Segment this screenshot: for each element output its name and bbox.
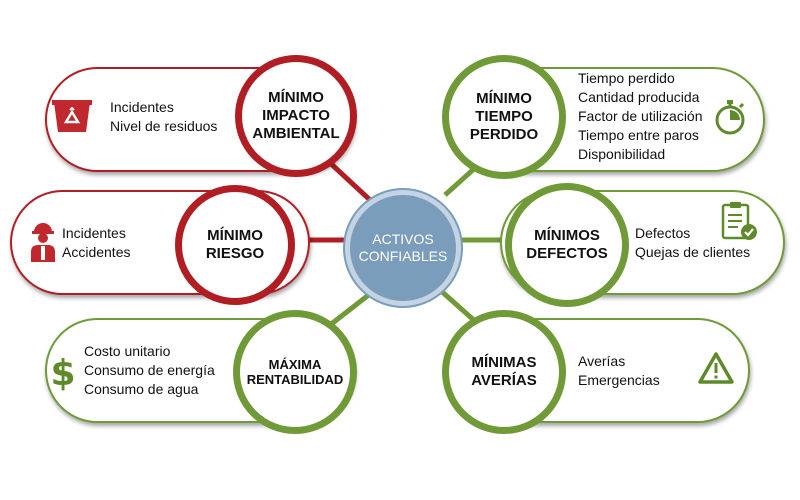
node-defectos: MÍNIMOS DEFECTOS [505,183,629,307]
list-item: Cantidad producida [578,89,700,105]
list-item: Incidentes [110,99,174,115]
center-label: ACTIVOS CONFIABLES [358,230,448,265]
list-impacto: Incidentes Nivel de residuos [110,98,217,136]
list-item: Tiempo entre paros [578,127,699,143]
list-item: Factor de utilización [578,108,703,124]
checklist-icon [721,202,757,240]
center-node: ACTIVOS CONFIABLES [345,190,461,306]
stopwatch-icon [715,100,745,135]
list-item: Nivel de residuos [110,118,218,134]
recycle-bin-icon [52,100,92,132]
list-rentabilidad: Costo unitario Consumo de energía Consum… [84,342,215,399]
list-riesgo: Incidentes Accidentes [62,224,130,262]
node-impacto: MÍNIMO IMPACTO AMBIENTAL [235,55,357,177]
node-tiempo-label: MÍNIMO TIEMPO PERDIDO [469,90,539,143]
list-averias: Averías Emergencias [578,352,660,390]
list-item: Costo unitario [84,343,171,359]
node-impacto-label: MÍNIMO IMPACTO AMBIENTAL [252,89,340,142]
list-item: Accidentes [62,244,131,260]
list-item: Quejas de clientes [635,244,751,260]
list-item: Emergencias [578,372,660,388]
list-tiempo: Tiempo perdido Cantidad producida Factor… [578,69,703,164]
list-item: Consumo de energía [84,362,215,378]
node-defectos-label: MÍNIMOS DEFECTOS [526,227,608,262]
list-item: Incidentes [62,225,126,241]
node-tiempo: MÍNIMO TIEMPO PERDIDO [442,55,566,179]
list-item: Tiempo perdido [578,70,675,86]
list-item: Defectos [635,225,691,241]
list-defectos: Defectos Quejas de clientes [635,224,750,262]
svg-text:$: $ [50,353,75,392]
list-item: Disponibilidad [578,146,666,162]
node-rentabilidad-label: MÁXIMA RENTABILIDAD [246,356,344,387]
warning-icon [698,352,734,384]
node-riesgo-label: MÍNIMO RIESGO [205,227,265,262]
node-averias: MÍNIMAS AVERÍAS [442,310,566,434]
node-averias-label: MÍNIMAS AVERÍAS [471,354,537,389]
list-item: Averías [578,353,626,369]
link-rentabilidad [328,288,377,327]
node-riesgo: MÍNIMO RIESGO [175,185,295,305]
list-item: Consumo de agua [84,381,199,397]
worker-icon [31,223,55,262]
dollar-icon: $ [50,353,75,392]
node-rentabilidad: MÁXIMA RENTABILIDAD [233,310,357,434]
